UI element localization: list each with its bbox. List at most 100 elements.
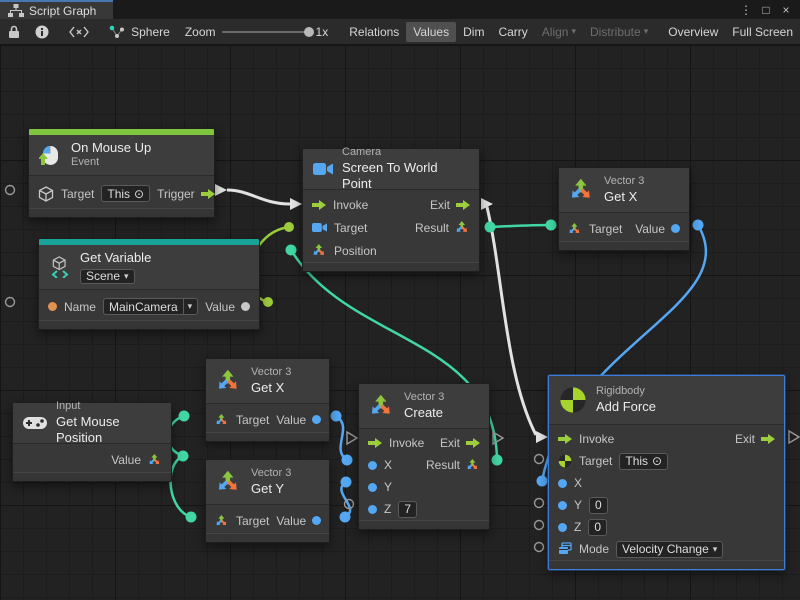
node-get-variable[interactable]: Get Variable Scene▾ Name MainCamera▾ Val… (38, 238, 260, 330)
port-marker-addforce-invoke[interactable] (536, 431, 548, 443)
variable-scope-dropdown[interactable]: Scene▾ (80, 269, 135, 284)
port-addforce-exit[interactable] (789, 431, 799, 443)
overview-button[interactable]: Overview (661, 22, 725, 42)
vector3-icon[interactable] (455, 220, 470, 235)
node-vector3-get-y[interactable]: Vector 3 Get Y Target Value (205, 459, 330, 543)
target-port-label: Target (61, 187, 94, 201)
lock-button[interactable] (0, 22, 28, 42)
z-value-field[interactable]: 7 (398, 501, 417, 518)
vector3-icon[interactable] (215, 413, 229, 427)
node-title: Create (404, 405, 444, 421)
wire-trigger-to-invoke[interactable] (227, 190, 290, 204)
node-vector3-get-x[interactable]: Vector 3 Get X Target Value (205, 358, 330, 442)
graph-toolbar: Sphere Zoom 1x Relations Values Dim Carr… (0, 19, 800, 45)
target-object-picker[interactable]: This⊙ (101, 185, 150, 202)
float-port[interactable] (558, 501, 567, 510)
value-port[interactable] (241, 302, 250, 311)
float-port[interactable] (312, 415, 321, 424)
zoom-slider[interactable] (222, 31, 310, 33)
vector3-icon[interactable] (466, 458, 480, 472)
mode-dropdown[interactable]: Velocity Change▾ (616, 541, 723, 558)
node-vector3-create[interactable]: Vector 3 Create Invoke Exit X Result (358, 383, 490, 530)
carry-button[interactable]: Carry (491, 22, 534, 42)
target-port-label: Target (236, 514, 269, 528)
align-button[interactable]: Align▾ (535, 22, 583, 42)
window-menu-button[interactable]: ⋮ (738, 3, 754, 17)
breadcrumb[interactable]: Sphere (102, 22, 177, 42)
value-port-label: Value (111, 453, 141, 467)
port-addforce-z[interactable] (535, 521, 544, 530)
port-marker-trigger-out[interactable] (215, 184, 227, 196)
wire-result-to-getx-top[interactable] (490, 225, 551, 227)
float-port[interactable] (368, 483, 377, 492)
wire-mouse-to-gety[interactable] (171, 456, 191, 517)
flow-arrow-icon[interactable] (761, 434, 775, 444)
node-category: Input (56, 400, 161, 414)
zoom-slider-knob[interactable] (304, 27, 314, 37)
y-value-field[interactable]: 0 (589, 497, 608, 514)
full-screen-button[interactable]: Full Screen (725, 22, 800, 42)
vector3-icon[interactable] (215, 514, 229, 528)
distribute-button[interactable]: Distribute▾ (583, 22, 655, 42)
camera-icon (313, 162, 333, 176)
position-port-label: Position (334, 244, 377, 258)
port-onmouseup-target[interactable] (6, 186, 15, 195)
flow-arrow-icon[interactable] (558, 434, 572, 444)
node-get-mouse-position[interactable]: Input Get Mouse Position Value (12, 402, 172, 482)
vector3-icon[interactable] (568, 222, 582, 236)
code-preview-button[interactable] (62, 22, 96, 42)
float-port[interactable] (671, 224, 680, 233)
camera-icon[interactable] (312, 222, 327, 233)
window-maximize-button[interactable]: □ (758, 3, 774, 17)
values-button[interactable]: Values (406, 22, 456, 42)
chevron-down-icon: ▾ (124, 271, 129, 282)
vector3-icon (216, 469, 242, 495)
node-screen-to-world-point[interactable]: Camera Screen To World Point Invoke Exit… (302, 148, 480, 272)
wire-exit-to-addforce[interactable] (487, 207, 536, 435)
float-port[interactable] (558, 479, 567, 488)
result-port-label: Result (415, 221, 449, 235)
float-port[interactable] (558, 523, 567, 532)
float-port[interactable] (368, 505, 377, 514)
tab-script-graph[interactable]: Script Graph (0, 0, 113, 19)
port-create-invoke[interactable] (347, 432, 357, 444)
port-addforce-mode[interactable] (535, 543, 544, 552)
mode-port-label: Mode (579, 542, 609, 556)
vector3-icon[interactable] (312, 243, 327, 258)
window-close-button[interactable]: × (778, 3, 794, 17)
rigidbody-icon[interactable] (558, 454, 572, 468)
relations-button[interactable]: Relations (342, 22, 406, 42)
variable-name-dropdown[interactable]: MainCamera▾ (103, 298, 198, 315)
flow-arrow-icon[interactable] (312, 200, 326, 210)
target-port-label: Target (579, 454, 612, 468)
target-object-picker[interactable]: This⊙ (619, 453, 668, 470)
tab-bar: Script Graph ⋮ □ × (0, 0, 800, 19)
node-add-force[interactable]: Rigidbody Add Force Invoke Exit Target T… (548, 375, 785, 570)
node-vector3-get-x-top[interactable]: Vector 3 Get X Target Value (558, 167, 690, 251)
wire-getx-to-create-x[interactable] (336, 416, 347, 460)
float-port[interactable] (312, 516, 321, 525)
graph-canvas[interactable]: On Mouse Up Event Target This⊙ Trigger (0, 45, 800, 600)
node-title: Screen To World Point (342, 160, 469, 193)
port-marker-camera-invoke[interactable] (290, 198, 302, 210)
picker-icon: ⊙ (134, 187, 144, 201)
string-port[interactable] (48, 302, 57, 311)
invoke-port-label: Invoke (389, 436, 424, 450)
flow-arrow-icon[interactable] (201, 189, 215, 199)
flow-arrow-icon[interactable] (466, 438, 480, 448)
float-port[interactable] (368, 461, 377, 470)
vector3-icon (216, 368, 242, 394)
flow-arrow-icon[interactable] (368, 438, 382, 448)
port-getvariable-name[interactable] (6, 298, 15, 307)
info-button[interactable] (28, 22, 56, 42)
vector3-icon[interactable] (148, 453, 162, 467)
z-value-field[interactable]: 0 (588, 519, 607, 536)
port-addforce-y[interactable] (535, 499, 544, 508)
invoke-port-label: Invoke (333, 198, 368, 212)
invoke-port-label: Invoke (579, 432, 614, 446)
dim-button[interactable]: Dim (456, 22, 491, 42)
flow-arrow-icon[interactable] (456, 200, 470, 210)
enum-icon[interactable] (558, 542, 572, 556)
port-addforce-target[interactable] (535, 455, 544, 464)
node-on-mouse-up[interactable]: On Mouse Up Event Target This⊙ Trigger (28, 128, 215, 218)
